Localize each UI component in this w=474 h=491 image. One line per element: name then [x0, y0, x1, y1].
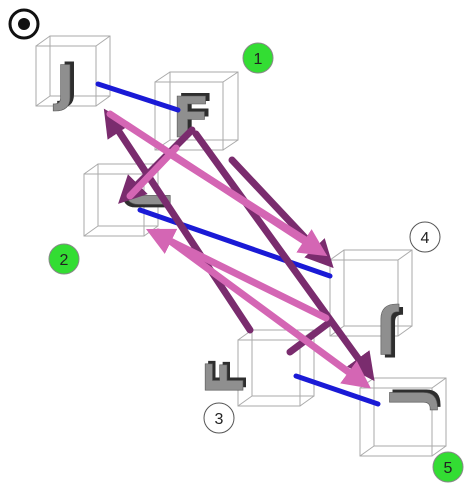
cube-4: [329, 249, 413, 337]
radio-selected-icon: [8, 8, 40, 40]
svg-text:J: J: [380, 388, 440, 410]
svg-text:F: F: [196, 359, 256, 395]
badge-3: 3: [203, 402, 235, 434]
letter-cube-4: J J: [376, 302, 404, 368]
badge-2: 2: [48, 243, 80, 275]
link-1-2: [95, 81, 181, 113]
arrow-purple-e: [286, 318, 334, 356]
link-5-6: [293, 373, 381, 407]
svg-text:J: J: [53, 55, 75, 113]
letter-cube-5: F F: [196, 356, 259, 395]
svg-text:F: F: [199, 356, 259, 392]
badge-5: 5: [432, 451, 464, 483]
letter-cube-6: J J: [380, 385, 443, 411]
svg-text:3: 3: [215, 411, 224, 428]
arrow-purple-d: [192, 130, 375, 382]
svg-text:5: 5: [444, 460, 453, 477]
cube-1: [35, 35, 111, 107]
svg-text:J: J: [376, 302, 400, 365]
badge-4: 4: [409, 221, 441, 253]
arrow-pink-b: [166, 150, 322, 252]
arrow-pink-e: [126, 144, 180, 200]
cube-6: [359, 377, 447, 457]
arrow-purple-c: [103, 108, 254, 334]
svg-text:1: 1: [254, 51, 263, 68]
svg-text:J: J: [57, 52, 79, 110]
svg-text:J: J: [380, 305, 404, 368]
svg-text:2: 2: [60, 252, 69, 269]
arrow-pink-d: [154, 228, 372, 389]
link-3-4: [137, 207, 333, 279]
svg-text:J: J: [383, 385, 443, 407]
badge-1: 1: [242, 42, 274, 74]
letter-cube-1: J J: [53, 52, 79, 113]
svg-text:4: 4: [421, 230, 430, 247]
